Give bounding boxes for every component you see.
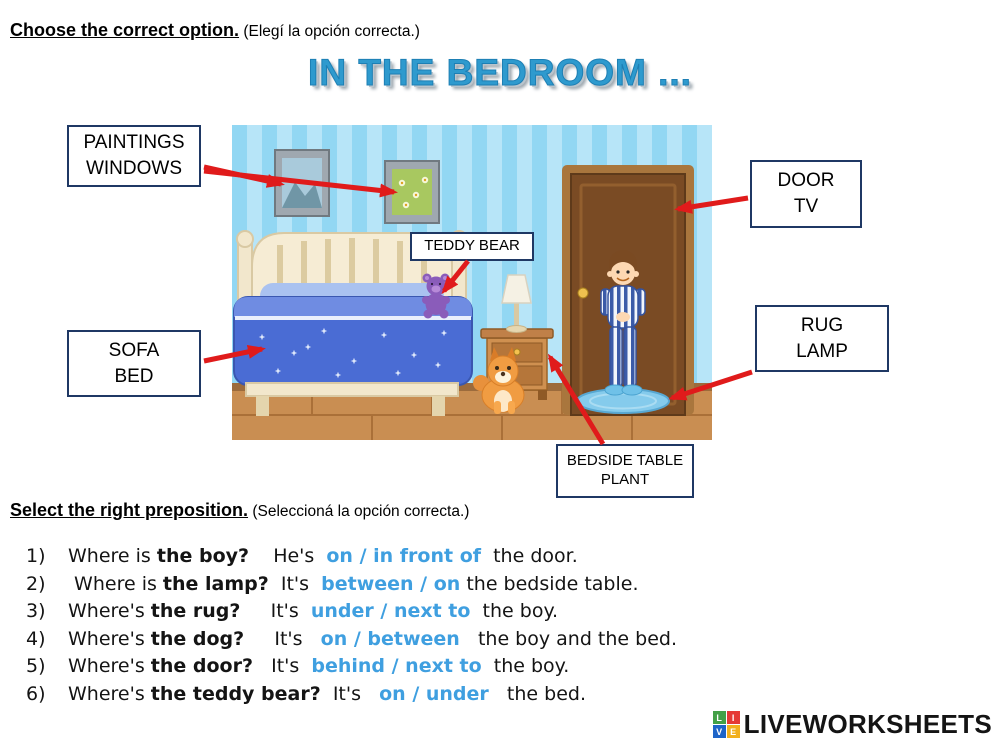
drawer-knob [513,348,521,356]
dog [473,347,525,414]
instruction-heading: Choose the correct option. (Elegí la opc… [10,20,420,41]
question-prefix: Where is [68,572,163,595]
question-suffix: the boy. [470,600,559,622]
question-prefix: Where's [68,655,151,677]
question-row: 1) Where is the boy? He's on / in front … [26,543,677,571]
label-teddy-bear: TEDDY BEAR [410,232,534,261]
liveworksheets-brand-text: LIVEWORKSHEETS [743,709,992,739]
label-sofa-bed: SOFA BED [67,330,201,397]
question-prefix: Where is [68,545,157,567]
instruction-bold-text: Choose the correct option. [10,20,240,40]
preposition-bold-text: Select the right preposition. [10,500,249,520]
question-prefix: Where's [68,600,151,622]
preposition-options[interactable]: on / between [320,627,460,650]
logo-square-e: E [726,725,740,738]
question-row: 3) Where's the rug? It's under / next to… [26,598,677,626]
question-subject: the boy? [156,545,250,567]
question-prefix: Where's [68,627,151,650]
preposition-options[interactable]: on / in front of [326,545,482,567]
question-subject: the teddy bear? [150,682,321,705]
question-suffix: the door. [481,545,578,567]
question-number: 6) [26,682,46,705]
logo-square-l: L [712,711,726,724]
logo-square-i: I [726,711,740,724]
question-subject: the rug? [150,600,241,622]
label-door-tv: DOOR TV [750,160,862,228]
label-line: DOOR [777,170,835,192]
question-subject: the door? [150,655,253,677]
question-number: 5) [26,655,46,677]
painting-flowers [384,160,440,224]
liveworksheets-logo-icon: L I V E [712,711,740,738]
preposition-options[interactable]: under / next to [310,600,471,622]
skirting-board [232,383,712,393]
question-row: 2) Where is the lamp? It's between / on … [26,571,677,599]
preposition-options[interactable]: between / on [321,572,461,595]
question-mid: It's [244,627,321,650]
label-line: LAMP [796,340,848,362]
label-line: WINDOWS [85,158,183,179]
question-mid: It's [252,655,312,677]
preposition-options[interactable]: behind / next to [311,655,482,677]
page-title: IN THE BEDROOM ... [308,52,692,94]
label-line: BED [114,365,154,387]
question-number: 1) [26,545,46,567]
question-mid: He's [249,545,327,567]
question-prefix: Where's [68,682,151,705]
question-suffix: the bedside table. [460,572,639,595]
question-suffix: the bed. [488,682,586,705]
label-rug-lamp: RUG LAMP [755,305,889,372]
question-subject: the lamp? [162,572,269,595]
label-line: TEDDY BEAR [424,237,520,255]
question-mid: It's [268,572,322,595]
bedroom-illustration [232,125,712,440]
label-line: SOFA [108,339,160,361]
question-suffix: the boy and the bed. [459,627,677,650]
preposition-heading: Select the right preposition. (Seleccion… [10,500,469,521]
question-number: 3) [26,600,46,622]
instruction-note-text: (Elegí la opción correcta.) [239,23,420,40]
liveworksheets-footer: L I V E LIVEWORKSHEETS [712,709,992,740]
question-subject: the dog? [150,627,245,650]
bedroom-scene-svg [232,125,712,440]
question-number: 2) [26,572,46,595]
question-list: 1) Where is the boy? He's on / in front … [26,543,677,708]
question-row: 5) Where's the door? It's behind / next … [26,653,677,681]
painting-mountains [274,149,330,217]
question-mid: It's [240,600,311,622]
preposition-options[interactable]: on / under [379,682,489,705]
label-line: PLANT [600,471,650,488]
boy [600,250,646,396]
question-mid: It's [320,682,380,705]
preposition-note-text: (Seleccioná la opción correcta.) [248,503,470,520]
label-line: RUG [800,314,844,336]
question-row: 6) Where's the teddy bear? It's on / und… [26,681,677,709]
label-paintings-windows: PAINTINGS WINDOWS [67,125,201,187]
label-line: PAINTINGS [83,132,185,154]
question-suffix: the boy. [481,655,570,677]
question-number: 4) [26,627,46,650]
lamp [501,274,532,333]
label-line: BEDSIDE TABLE [566,452,684,470]
label-bedside-table-plant: BEDSIDE TABLE PLANT [556,444,694,498]
question-row: 4) Where's the dog? It's on / between th… [26,626,677,654]
door-knob [577,287,589,299]
logo-square-v: V [712,725,726,738]
label-line: TV [793,196,819,217]
